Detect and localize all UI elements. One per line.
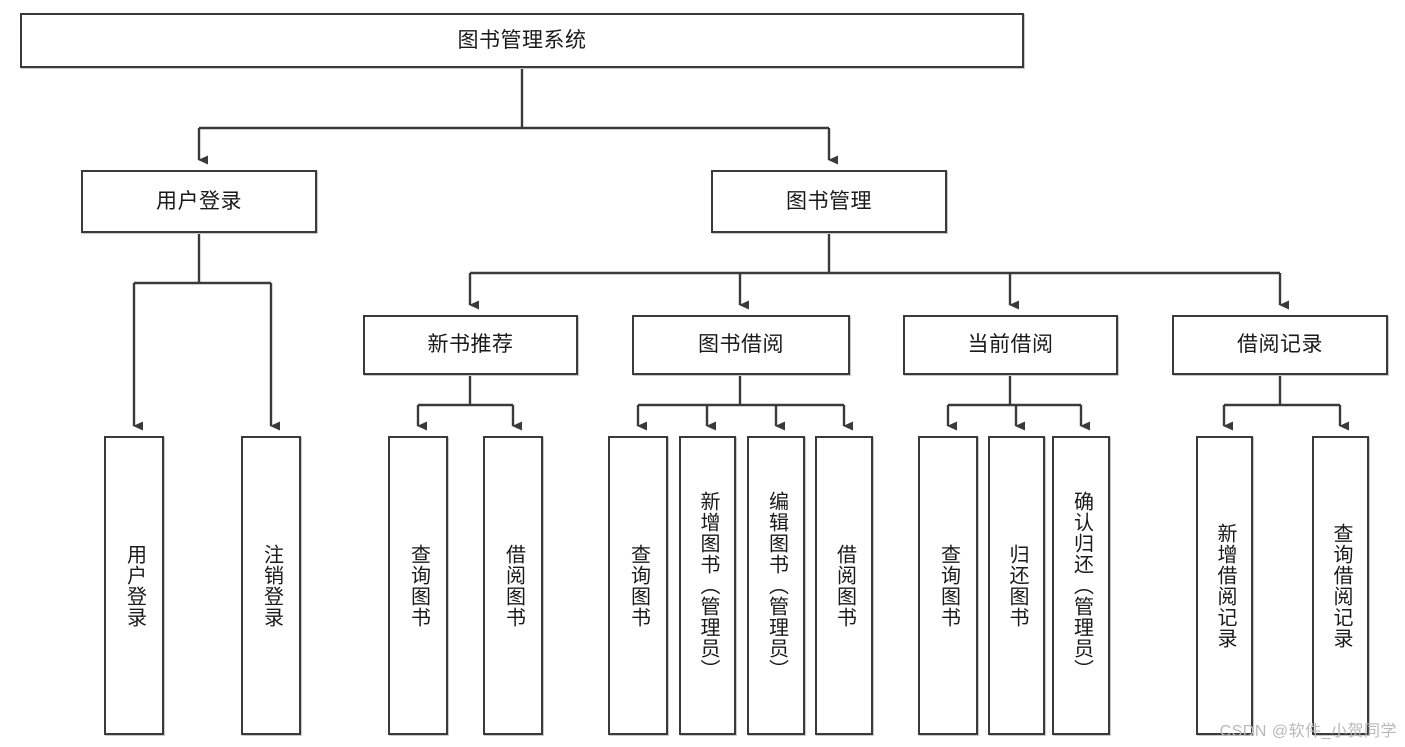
- leaf-query-book-current[interactable]: 查询图书: [918, 436, 978, 735]
- node-root-label: 图书管理系统: [457, 28, 587, 52]
- node-new-book-recommend[interactable]: 新书推荐: [363, 315, 578, 375]
- leaf-borrow-book-label: 借阅图书: [833, 543, 856, 628]
- watermark: CSDN @软件_小贺同学: [1219, 723, 1397, 740]
- leaf-query-borrow-record[interactable]: 查询借阅记录: [1312, 436, 1369, 735]
- node-current-borrow[interactable]: 当前借阅: [903, 315, 1118, 375]
- leaf-logout[interactable]: 注销登录: [241, 436, 301, 735]
- node-root[interactable]: 图书管理系统: [20, 13, 1024, 68]
- leaf-return-book[interactable]: 归还图书: [988, 436, 1045, 735]
- leaf-confirm-return-admin-label: 确认归还（管理员）: [1070, 491, 1093, 680]
- node-borrow-record-label: 借阅记录: [1237, 333, 1323, 357]
- leaf-borrow-book[interactable]: 借阅图书: [815, 436, 873, 735]
- leaf-edit-book-admin[interactable]: 编辑图书（管理员）: [747, 436, 805, 735]
- leaf-add-book-admin-label: 新增图书（管理员）: [697, 491, 719, 680]
- node-book-management[interactable]: 图书管理: [711, 170, 947, 233]
- leaf-logout-label: 注销登录: [260, 543, 283, 628]
- leaf-borrow-book-recommend[interactable]: 借阅图书: [483, 436, 543, 735]
- leaf-add-book-admin[interactable]: 新增图书（管理员）: [679, 436, 736, 735]
- leaf-query-book-recommend-label: 查询图书: [407, 543, 430, 628]
- leaf-query-book[interactable]: 查询图书: [608, 436, 668, 735]
- leaf-user-login-label: 用户登录: [123, 543, 146, 628]
- leaf-query-book-recommend[interactable]: 查询图书: [388, 436, 448, 735]
- node-book-borrow-label: 图书借阅: [698, 333, 784, 357]
- leaf-query-book-label: 查询图书: [627, 543, 650, 628]
- leaf-return-book-label: 归还图书: [1006, 543, 1028, 628]
- leaf-query-book-current-label: 查询图书: [937, 543, 960, 628]
- node-book-borrow[interactable]: 图书借阅: [632, 315, 850, 375]
- leaf-user-login[interactable]: 用户登录: [104, 436, 164, 735]
- node-user-login-label: 用户登录: [156, 189, 242, 213]
- node-user-login[interactable]: 用户登录: [81, 170, 317, 233]
- leaf-borrow-book-recommend-label: 借阅图书: [502, 543, 525, 628]
- node-book-management-label: 图书管理: [786, 189, 872, 213]
- leaf-query-borrow-record-label: 查询借阅记录: [1330, 522, 1352, 649]
- node-new-book-recommend-label: 新书推荐: [427, 333, 514, 357]
- leaf-add-borrow-record-label: 新增借阅记录: [1214, 522, 1236, 649]
- node-borrow-record[interactable]: 借阅记录: [1172, 315, 1388, 375]
- leaf-edit-book-admin-label: 编辑图书（管理员）: [765, 491, 788, 680]
- node-current-borrow-label: 当前借阅: [967, 333, 1054, 357]
- leaf-confirm-return-admin[interactable]: 确认归还（管理员）: [1052, 436, 1110, 735]
- leaf-add-borrow-record[interactable]: 新增借阅记录: [1196, 436, 1253, 735]
